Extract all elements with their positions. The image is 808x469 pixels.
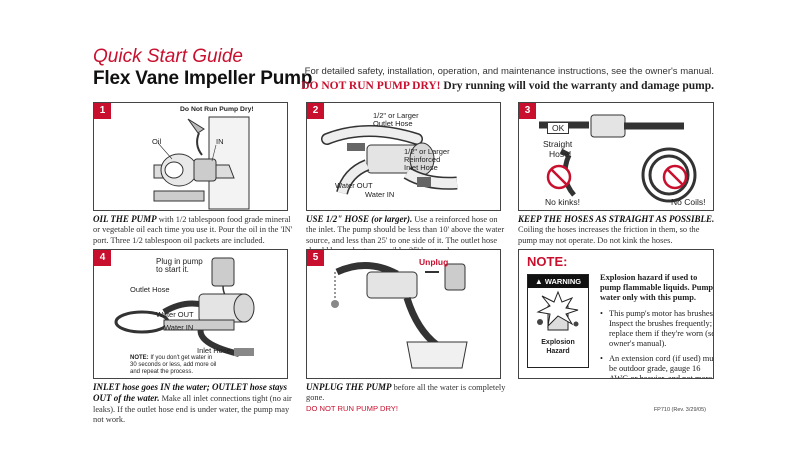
- note-head: NOTE:: [130, 355, 149, 361]
- revision-code: FP710 (Rev. 3/29/05): [653, 407, 706, 413]
- warning-label: WARNING: [544, 277, 582, 286]
- warning-triangle-icon: ▲: [534, 277, 543, 286]
- hose-size-illustration: [321, 125, 458, 195]
- water-out-label: Water OUT: [335, 181, 373, 190]
- do-not-run-dry-label: Do Not Run Pump Dry!: [180, 106, 254, 113]
- in-port-label: IN: [216, 137, 224, 146]
- dry-run-warning-black: Dry running will void the warranty and d…: [443, 80, 714, 92]
- step-3-panel: 3 OK Straight Hose! No kinks! No Coils!: [518, 102, 714, 211]
- oil-pump-illustration: [153, 116, 250, 210]
- note-title: NOTE:: [527, 254, 568, 269]
- note-line-1: If you don't get water in: [148, 355, 213, 361]
- step-2-number: 2: [307, 103, 324, 119]
- step-4-number: 4: [94, 250, 111, 266]
- inlet-hose-label: Inlet Hose: [404, 163, 438, 172]
- step-1-panel: 1 Do Not Run Pump Dry! Oil IN: [93, 102, 288, 211]
- step-5-caption-red: DO NOT RUN PUMP DRY!: [306, 403, 398, 413]
- no-kinks-label: No kinks!: [545, 197, 580, 207]
- oil-label: Oil: [152, 137, 162, 146]
- explosion-icon: [536, 290, 579, 331]
- plug-in-label: Plug in pump: [156, 257, 203, 266]
- warning-header: ▲WARNING: [528, 275, 588, 288]
- hose-straight-illustration: [539, 114, 697, 203]
- step-3-number: 3: [519, 103, 536, 119]
- inlet-size-label: 1/2" or Larger: [404, 147, 450, 156]
- outlet-size-label: 1/2" or Larger: [373, 111, 419, 120]
- note-line-2: 30 seconds or less, add more oil: [130, 362, 217, 368]
- explosion-word: Explosion: [541, 339, 575, 346]
- explosion-hazard-label: Explosion Hazard: [528, 338, 588, 356]
- no-coils-label: No Coils!: [671, 197, 706, 207]
- unplug-pump-illustration: [331, 261, 468, 369]
- step-1-caption: OIL THE PUMP with 1/2 tablespoon food gr…: [93, 214, 293, 246]
- extension-cord-bullet: An extension cord (if used) must be outd…: [600, 354, 713, 378]
- note-line-3: and repeat the process.: [130, 369, 194, 375]
- step-4-caption: INLET hose goes IN the water; OUTLET hos…: [93, 382, 298, 425]
- step-5-number: 5: [307, 250, 324, 266]
- step-4-panel: 4 Plug in pump to start it. Outlet Hose …: [93, 249, 288, 379]
- straight-label: Straight: [543, 139, 573, 149]
- unplug-label: Unplug: [419, 257, 449, 267]
- water-in-label: Water IN: [164, 323, 194, 332]
- step-5-caption: UNPLUG THE PUMP before all the water is …: [306, 382, 511, 414]
- note-panel: NOTE: ▲WARNING Explosion Hazard Explosio…: [518, 249, 714, 379]
- oil-repeat-note: NOTE: If you don't get water in 30 secon…: [130, 355, 216, 376]
- step-3-caption: KEEP THE HOSES AS STRAIGHT AS POSSIBLE.C…: [518, 214, 718, 246]
- inlet-hose-label: Inlet Hose: [197, 346, 231, 355]
- hazard-word: Hazard: [546, 348, 570, 355]
- hose-label: Hose!: [549, 149, 572, 159]
- step-1-caption-body: with 1/2 tablespoon food grade mineral o…: [93, 215, 293, 245]
- start-label: to start it.: [156, 265, 189, 274]
- explosion-hazard-text: Explosion hazard if used to pump flammab…: [600, 273, 714, 302]
- step-3-caption-body: Coiling the hoses increases the friction…: [518, 225, 700, 245]
- reinforced-label: Reinforced: [404, 155, 441, 164]
- hose-connection-illustration: [114, 257, 255, 357]
- step-1-number: 1: [94, 103, 111, 119]
- outlet-hose-label: Outlet Hose: [373, 119, 413, 128]
- step-5-caption-body: before all the water is completely gone.: [306, 383, 506, 403]
- page-title: Flex Vane Impeller Pump: [93, 68, 313, 89]
- dry-run-warning-red: DO NOT RUN PUMP DRY!: [301, 80, 441, 92]
- brushes-bullet: This pump's motor has brushes. Inspect t…: [600, 309, 713, 349]
- water-out-label: Water OUT: [156, 310, 194, 319]
- note-bullets: This pump's motor has brushes. Inspect t…: [600, 309, 713, 378]
- quick-start-subtitle: Quick Start Guide: [93, 46, 243, 67]
- step-5-caption-head: UNPLUG THE PUMP: [306, 382, 392, 392]
- safety-info-text: For detailed safety, installation, opera…: [304, 66, 714, 77]
- note-text: Explosion hazard if used to pump flammab…: [600, 273, 714, 378]
- dry-run-warning: DO NOT RUN PUMP DRY! Dry running will vo…: [301, 80, 714, 92]
- outlet-hose-label: Outlet Hose: [130, 285, 170, 294]
- step-3-caption-head: KEEP THE HOSES AS STRAIGHT AS POSSIBLE.: [518, 214, 715, 224]
- step-4-caption-head: INLET hose goes IN the water; OUTLET hos…: [93, 382, 287, 404]
- step-4-caption-body: Make all inlet connections tight (no air…: [93, 394, 292, 424]
- step-2-caption-head: USE 1/2" HOSE (or larger).: [306, 214, 413, 224]
- water-in-label: Water IN: [365, 190, 395, 199]
- warning-sign: ▲WARNING Explosion Hazard: [527, 274, 589, 368]
- step-2-panel: 2 1/2" or Larger Outlet Hose 1/2" or Lar…: [306, 102, 501, 211]
- ok-label: OK: [547, 122, 570, 134]
- step-1-caption-head: OIL THE PUMP: [93, 214, 157, 224]
- step-5-panel: 5 Unplug: [306, 249, 501, 379]
